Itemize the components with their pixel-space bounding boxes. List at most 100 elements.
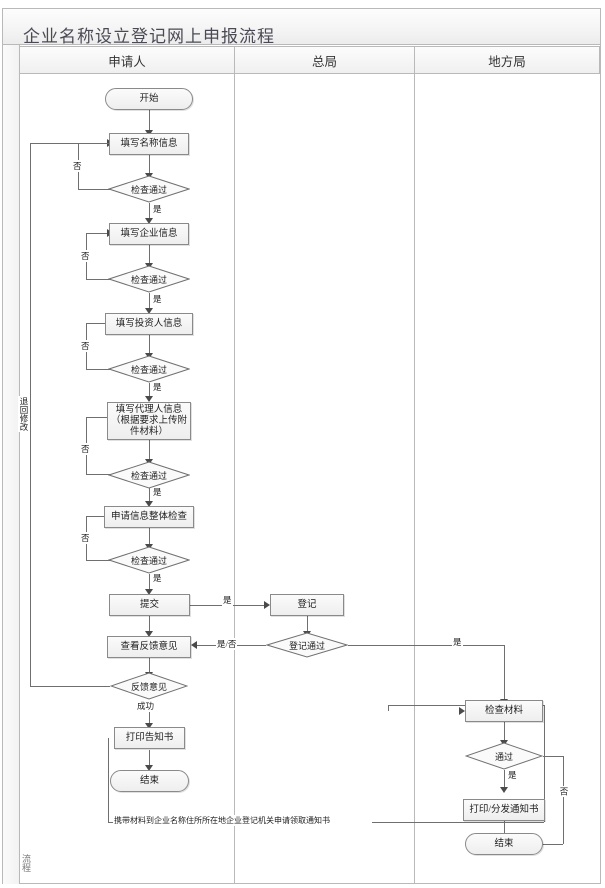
edge-label-submit-yes: 是: [222, 594, 233, 606]
edge-label-no-3: 否: [80, 340, 91, 352]
node-end-applicant[interactable]: 结束: [110, 770, 189, 792]
edge-feedback-success: [149, 700, 150, 726]
lane-body-head-bureau: [235, 74, 415, 884]
node-fill-investor-info[interactable]: 填写投资人信息: [105, 313, 193, 335]
node-submit[interactable]: 提交: [109, 594, 190, 616]
lane-body-applicant: [20, 74, 235, 884]
arrowhead: [145, 631, 153, 637]
arrowhead: [145, 396, 153, 402]
node-start-label: 开始: [139, 93, 159, 104]
node-check-pass-1-label: 检查通过: [130, 184, 167, 195]
edge-pass-yes: [504, 770, 505, 790]
arrowhead: [145, 308, 153, 314]
edge-viewfeedback-to-decision: [149, 658, 150, 676]
edge-label-no-4: 否: [80, 443, 91, 455]
node-check-pass-4-label: 检查通过: [130, 470, 167, 481]
node-fill-company-info[interactable]: 填写企业信息: [109, 223, 189, 245]
edge-check1-no-h: [78, 189, 118, 190]
node-print-distribute[interactable]: 打印/分发通知书: [463, 799, 545, 821]
node-register-pass[interactable]: 登记通过: [266, 632, 348, 658]
node-view-feedback-label: 查看反馈意见: [120, 641, 178, 652]
edge-label-yes-3: 是: [152, 381, 163, 393]
diamond-shape-icon: [108, 265, 190, 293]
node-pass-decision[interactable]: 通过: [465, 742, 543, 770]
edge-fillagent-to-check4: [149, 440, 150, 462]
edge-registerpass-right-v: [504, 645, 505, 702]
node-check-materials[interactable]: 检查材料: [465, 700, 543, 722]
node-check-pass-3[interactable]: 检查通过: [108, 355, 190, 383]
title-bar: 企业名称设立登记网上申报流程: [3, 9, 600, 46]
node-check-pass-5[interactable]: 检查通过: [108, 546, 190, 574]
edge-label-register-yes: 是: [452, 636, 463, 648]
edge-check5-no-h: [86, 560, 118, 561]
arrowhead: [145, 723, 153, 729]
edge-bottom-connector-stub: [388, 705, 389, 711]
edge-submit-to-viewfeedback: [149, 616, 150, 634]
node-fill-name-info-label: 填写名称信息: [120, 138, 178, 149]
node-feedback-decision[interactable]: 反馈意见: [110, 672, 188, 700]
node-start[interactable]: 开始: [105, 88, 193, 110]
node-check-pass-4[interactable]: 检查通过: [108, 461, 190, 489]
edge-feedback-loop-h: [30, 686, 110, 687]
edge-check3-yes: [149, 383, 150, 401]
diamond-shape-icon: [108, 461, 190, 489]
edge-label-yes-2: 是: [152, 293, 163, 305]
edge-bottom-connector-v-right: [544, 705, 545, 822]
edge-check5-no-in: [86, 516, 109, 517]
edge-check2-no-in: [86, 233, 109, 234]
edge-label-pass-no: 否: [558, 786, 570, 797]
edge-fillinvestor-to-check3: [149, 335, 150, 355]
node-fill-company-info-label: 填写企业信息: [120, 228, 178, 239]
edge-check5-yes: [149, 574, 150, 592]
edge-bottom-connector-h-b: [372, 822, 544, 823]
node-register[interactable]: 登记: [270, 594, 344, 616]
node-fill-agent-info[interactable]: 填写代理人信息（根据要求上传附件材料）: [107, 402, 191, 440]
edge-check3-no-in: [86, 323, 109, 324]
node-print-notice[interactable]: 打印告知书: [114, 727, 185, 749]
edge-label-return-modify: 退回修改: [18, 396, 30, 432]
arrowhead: [145, 501, 153, 507]
edge-pass-no-in: [540, 844, 563, 845]
edge-checkmaterials-to-pass: [504, 722, 505, 742]
arrowhead: [191, 641, 197, 649]
node-check-materials-label: 检查材料: [484, 705, 523, 716]
lane-header-local-bureau-label: 地方局: [488, 54, 526, 69]
edge-pass-no-v: [563, 756, 564, 844]
lane-header-local-bureau: 地方局: [415, 46, 600, 74]
left-side-strip: 流程: [3, 45, 31, 884]
node-check-pass-2[interactable]: 检查通过: [108, 265, 190, 293]
node-submit-label: 提交: [139, 599, 159, 610]
lane-header-applicant-label: 申请人: [108, 54, 146, 69]
edge-feedback-loop-v: [30, 143, 31, 686]
node-check-pass-2-label: 检查通过: [130, 274, 167, 285]
edge-check4-yes: [149, 488, 150, 505]
node-overall-check-label: 申请信息整体检查: [110, 511, 187, 522]
edge-check2-yes: [149, 293, 150, 311]
edge-print-to-end-local: [504, 821, 505, 837]
page-title: 企业名称设立登记网上申报流程: [23, 27, 275, 46]
node-register-label: 登记: [297, 599, 317, 610]
edge-label-register-yes-no: 是/否: [216, 638, 238, 650]
arrowhead: [145, 218, 153, 224]
node-view-feedback[interactable]: 查看反馈意见: [107, 636, 191, 658]
edge-check2-no-h: [86, 279, 118, 280]
node-overall-check[interactable]: 申请信息整体检查: [104, 506, 194, 528]
node-feedback-decision-label: 反馈意见: [130, 681, 167, 692]
node-fill-name-info[interactable]: 填写名称信息: [109, 133, 189, 155]
edge-label-no-5: 否: [80, 532, 91, 544]
edge-print-to-end: [149, 750, 150, 768]
lane-header-applicant: 申请人: [20, 46, 235, 74]
edge-label-pass-yes: 是: [507, 769, 518, 781]
edge-label-no-1: 否: [72, 160, 83, 172]
edge-check4-no-in: [86, 417, 109, 418]
node-pass-decision-label: 通过: [494, 751, 513, 762]
node-end-applicant-label: 结束: [139, 775, 159, 786]
node-end-local[interactable]: 结束: [465, 833, 543, 855]
node-check-pass-1[interactable]: 检查通过: [108, 175, 190, 203]
diamond-shape-icon: [108, 355, 190, 383]
node-register-pass-label: 登记通过: [288, 640, 325, 651]
edge-bottom-connector-v-left: [108, 738, 109, 822]
diamond-shape-icon: [266, 632, 348, 658]
diamond-shape-icon: [108, 546, 190, 574]
lane-header-head-bureau-label: 总局: [311, 54, 337, 69]
